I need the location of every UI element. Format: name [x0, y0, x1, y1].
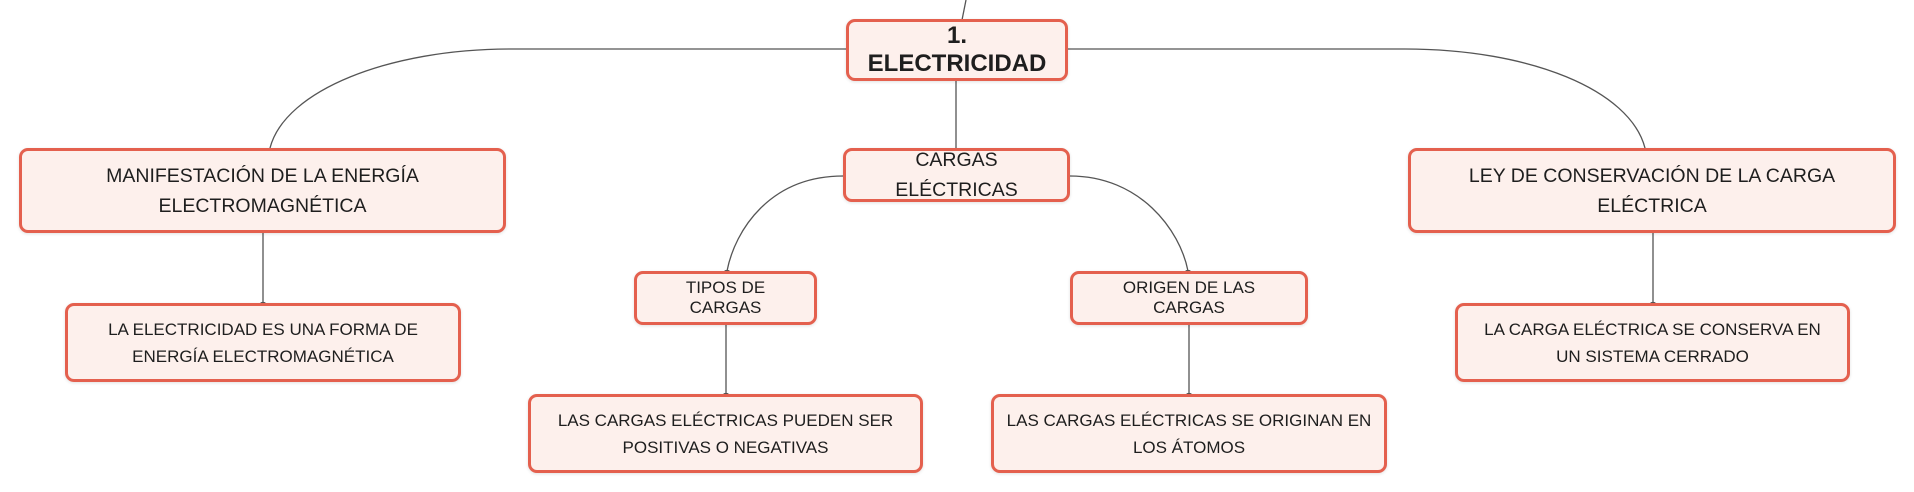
connector-root-parent — [961, 0, 967, 21]
node-carga-conserva-sistema[interactable]: LA CARGA ELÉCTRICA SE CONSERVA EN UN SIS… — [1455, 303, 1850, 382]
connector-root-ley — [1068, 48, 1646, 149]
node-cargas-origen-atomos-label: LAS CARGAS ELÉCTRICAS SE ORIGINAN EN LOS… — [1006, 410, 1372, 457]
node-ley-conservacion-label: LEY DE CONSERVACIÓN DE LA CARGA ELÉCTRIC… — [1468, 164, 1836, 217]
node-tipos-cargas-label: TIPOS DE CARGAS — [685, 278, 766, 317]
node-cargas-positivas-negativas-label: LAS CARGAS ELÉCTRICAS PUEDEN SER POSITIV… — [557, 410, 894, 457]
connector-root-manifestacion — [269, 48, 848, 149]
node-carga-conserva-sistema-label: LA CARGA ELÉCTRICA SE CONSERVA EN UN SIS… — [1484, 319, 1821, 366]
node-cargas-electricas[interactable]: CARGAS ELÉCTRICAS — [843, 148, 1070, 202]
node-cargas-positivas-negativas[interactable]: LAS CARGAS ELÉCTRICAS PUEDEN SER POSITIV… — [528, 394, 923, 473]
node-electricidad-forma-energia-label: LA ELECTRICIDAD ES UNA FORMA DE ENERGÍA … — [108, 319, 418, 366]
node-origen-cargas-label: ORIGEN DE LAS CARGAS — [1122, 278, 1256, 317]
node-manifestacion[interactable]: MANIFESTACIÓN DE LA ENERGÍA ELECTROMAGNÉ… — [19, 148, 506, 233]
node-origen-cargas[interactable]: ORIGEN DE LAS CARGAS — [1070, 271, 1308, 325]
connector-cargas-tipos — [726, 175, 844, 272]
node-ley-conservacion[interactable]: LEY DE CONSERVACIÓN DE LA CARGA ELÉCTRIC… — [1408, 148, 1896, 233]
node-cargas-electricas-label: CARGAS ELÉCTRICAS — [895, 149, 1018, 201]
root-node[interactable]: 1. ELECTRICIDAD — [846, 19, 1068, 81]
connector-cargas-origen — [1069, 175, 1189, 272]
node-electricidad-forma-energia[interactable]: LA ELECTRICIDAD ES UNA FORMA DE ENERGÍA … — [65, 303, 461, 382]
root-node-label: 1. ELECTRICIDAD — [867, 22, 1047, 77]
node-cargas-origen-atomos[interactable]: LAS CARGAS ELÉCTRICAS SE ORIGINAN EN LOS… — [991, 394, 1387, 473]
node-manifestacion-label: MANIFESTACIÓN DE LA ENERGÍA ELECTROMAGNÉ… — [106, 164, 419, 217]
node-tipos-cargas[interactable]: TIPOS DE CARGAS — [634, 271, 817, 325]
